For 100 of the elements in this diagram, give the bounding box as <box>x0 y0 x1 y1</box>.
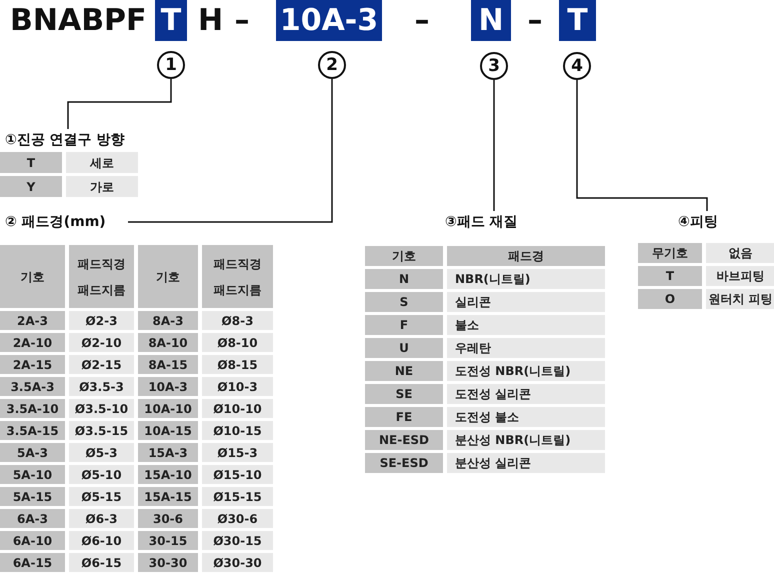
code-highlight: 10A-3 <box>276 0 382 41</box>
code-text: BNABPF <box>10 2 142 40</box>
header-cell: 기호 <box>0 245 65 308</box>
code-cell: 2A-15 <box>0 355 65 374</box>
section-heading: ①진공 연결구 방향 <box>5 131 125 150</box>
leader-line <box>576 80 708 211</box>
value-cell: Ø15-10 <box>202 465 273 484</box>
code-cell: 6A-10 <box>0 531 65 550</box>
callout-number: 3 <box>480 52 508 80</box>
leader-line <box>67 79 172 129</box>
value-cell: Ø3.5-10 <box>69 399 134 418</box>
section-heading: ④피팅 <box>678 213 718 232</box>
code-cell: Y <box>0 176 62 197</box>
code-cell: 3.5A-15 <box>0 421 65 440</box>
value-cell: 분산성 실리콘 <box>447 453 605 473</box>
code-cell: SE <box>365 384 443 404</box>
value-cell: Ø6-10 <box>69 531 134 550</box>
code-cell: NE-ESD <box>365 430 443 450</box>
code-cell: 8A-3 <box>138 311 198 330</box>
code-cell: 10A-3 <box>138 377 198 396</box>
code-cell: 2A-3 <box>0 311 65 330</box>
code-cell: O <box>638 289 702 309</box>
value-cell: 도전성 불소 <box>447 407 605 427</box>
value-cell: 원터치 피팅 <box>706 289 774 309</box>
value-cell: 세로 <box>66 152 138 173</box>
code-cell: 5A-3 <box>0 443 65 462</box>
value-cell: Ø2-10 <box>69 333 134 352</box>
code-cell: 15A-3 <box>138 443 198 462</box>
header-cell: 패드경 <box>447 246 605 266</box>
code-cell: NE <box>365 361 443 381</box>
code-cell: T <box>0 152 62 173</box>
code-cell: S <box>365 292 443 312</box>
value-cell: Ø5-15 <box>69 487 134 506</box>
code-highlight: T <box>559 0 596 41</box>
header-cell: 패드직경 패드지름 <box>202 245 273 308</box>
value-cell: Ø30-30 <box>202 553 273 572</box>
value-cell: Ø30-15 <box>202 531 273 550</box>
code-text: H <box>198 2 222 40</box>
value-cell: Ø2-15 <box>69 355 134 374</box>
code-cell: 무기호 <box>638 243 702 263</box>
section-heading: ② 패드경(mm) <box>5 213 106 232</box>
code-cell: U <box>365 338 443 358</box>
value-cell: 도전성 NBR(니트릴) <box>447 361 605 381</box>
code-cell: 30-6 <box>138 509 198 528</box>
code-cell: 15A-10 <box>138 465 198 484</box>
code-highlight: N <box>471 0 511 41</box>
value-cell: 불소 <box>447 315 605 335</box>
value-cell: 가로 <box>66 176 138 197</box>
value-cell: Ø15-15 <box>202 487 273 506</box>
code-cell: T <box>638 266 702 286</box>
value-cell: Ø3.5-3 <box>69 377 134 396</box>
value-cell: Ø10-15 <box>202 421 273 440</box>
code-cell: FE <box>365 407 443 427</box>
value-cell: Ø10-10 <box>202 399 273 418</box>
code-cell: 5A-10 <box>0 465 65 484</box>
code-cell: 30-15 <box>138 531 198 550</box>
code-cell: 5A-15 <box>0 487 65 506</box>
leader-line <box>128 79 333 223</box>
value-cell: 실리콘 <box>447 292 605 312</box>
code-cell: N <box>365 269 443 289</box>
value-cell: 도전성 실리콘 <box>447 384 605 404</box>
code-highlight: T <box>155 0 187 41</box>
value-cell: 바브피팅 <box>706 266 774 286</box>
value-cell: Ø8-15 <box>202 355 273 374</box>
code-cell: 10A-15 <box>138 421 198 440</box>
code-cell: 10A-10 <box>138 399 198 418</box>
value-cell: Ø10-3 <box>202 377 273 396</box>
code-cell: 15A-15 <box>138 487 198 506</box>
value-cell: 우레탄 <box>447 338 605 358</box>
code-text: – <box>234 2 250 40</box>
code-cell: 6A-3 <box>0 509 65 528</box>
code-cell: 6A-15 <box>0 553 65 572</box>
value-cell: 없음 <box>706 243 774 263</box>
value-cell: Ø15-3 <box>202 443 273 462</box>
header-cell: 패드직경 패드지름 <box>69 245 134 308</box>
code-cell: 8A-10 <box>138 333 198 352</box>
header-cell: 기호 <box>138 245 198 308</box>
callout-number: 2 <box>318 51 346 79</box>
value-cell: Ø30-6 <box>202 509 273 528</box>
value-cell: Ø5-10 <box>69 465 134 484</box>
value-cell: NBR(니트릴) <box>447 269 605 289</box>
value-cell: Ø8-3 <box>202 311 273 330</box>
code-cell: 8A-15 <box>138 355 198 374</box>
code-cell: 3.5A-10 <box>0 399 65 418</box>
leader-line <box>493 80 495 211</box>
code-cell: 30-30 <box>138 553 198 572</box>
code-cell: F <box>365 315 443 335</box>
value-cell: Ø2-3 <box>69 311 134 330</box>
value-cell: Ø8-10 <box>202 333 273 352</box>
value-cell: Ø3.5-15 <box>69 421 134 440</box>
value-cell: 분산성 NBR(니트릴) <box>447 430 605 450</box>
code-cell: SE-ESD <box>365 453 443 473</box>
callout-number: 4 <box>563 52 591 80</box>
section-heading: ③패드 재질 <box>445 213 518 232</box>
value-cell: Ø5-3 <box>69 443 134 462</box>
code-text: – <box>526 2 544 40</box>
value-cell: Ø6-15 <box>69 553 134 572</box>
code-cell: 3.5A-3 <box>0 377 65 396</box>
value-cell: Ø6-3 <box>69 509 134 528</box>
header-cell: 기호 <box>365 246 443 266</box>
